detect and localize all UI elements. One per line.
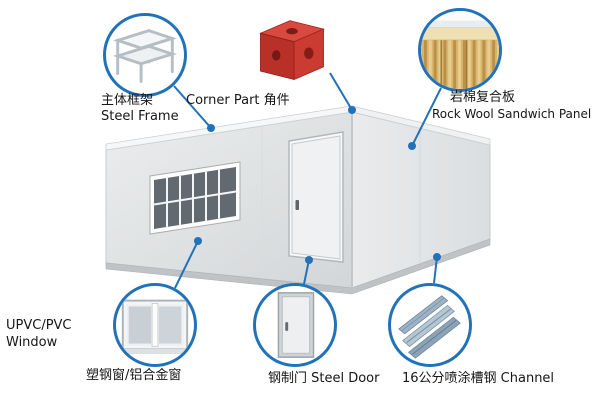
steel-frame-label-en: Steel Frame	[101, 109, 179, 124]
label-window-cn: 塑钢窗/铝合金窗	[86, 368, 182, 383]
window-label-line1: UPVC/PVC	[6, 318, 72, 333]
callout-steel-door	[253, 283, 337, 367]
label-channel: 16公分喷涂槽钢 Channel	[402, 371, 555, 386]
rock-wool-label-cn: 岩棉复合板	[450, 90, 516, 105]
door-handle	[295, 200, 299, 210]
label-steel-door: 钢制门 Steel Door	[268, 371, 380, 386]
container-window	[149, 161, 241, 235]
steel-frame-image	[112, 29, 178, 83]
window-image	[119, 299, 191, 354]
container-house	[105, 105, 491, 295]
rock-wool-image	[421, 11, 499, 89]
label-window-en: UPVC/PVC Window	[6, 317, 72, 351]
window-grille	[153, 169, 237, 227]
callout-corner-part	[248, 6, 336, 90]
steel-door-image	[277, 292, 315, 358]
channel-image	[398, 295, 461, 359]
container-door	[288, 131, 344, 263]
rock-wool-label-en: Rock Wool Sandwich Panel	[432, 107, 592, 121]
callout-window	[113, 283, 197, 367]
label-rock-wool: 岩棉复合板 Rock Wool Sandwich Panel	[432, 90, 591, 122]
callout-rock-wool	[418, 8, 502, 92]
label-steel-frame: 主体框架 Steel Frame	[101, 93, 179, 125]
label-corner-part: Corner Part 角件	[186, 93, 290, 108]
callout-steel-frame	[103, 13, 187, 97]
callout-channel	[388, 283, 472, 367]
window-label-line2: Window	[6, 335, 58, 350]
steel-frame-label-cn: 主体框架	[101, 93, 154, 108]
corner-part-image	[259, 20, 325, 81]
wool-texture	[423, 40, 499, 89]
